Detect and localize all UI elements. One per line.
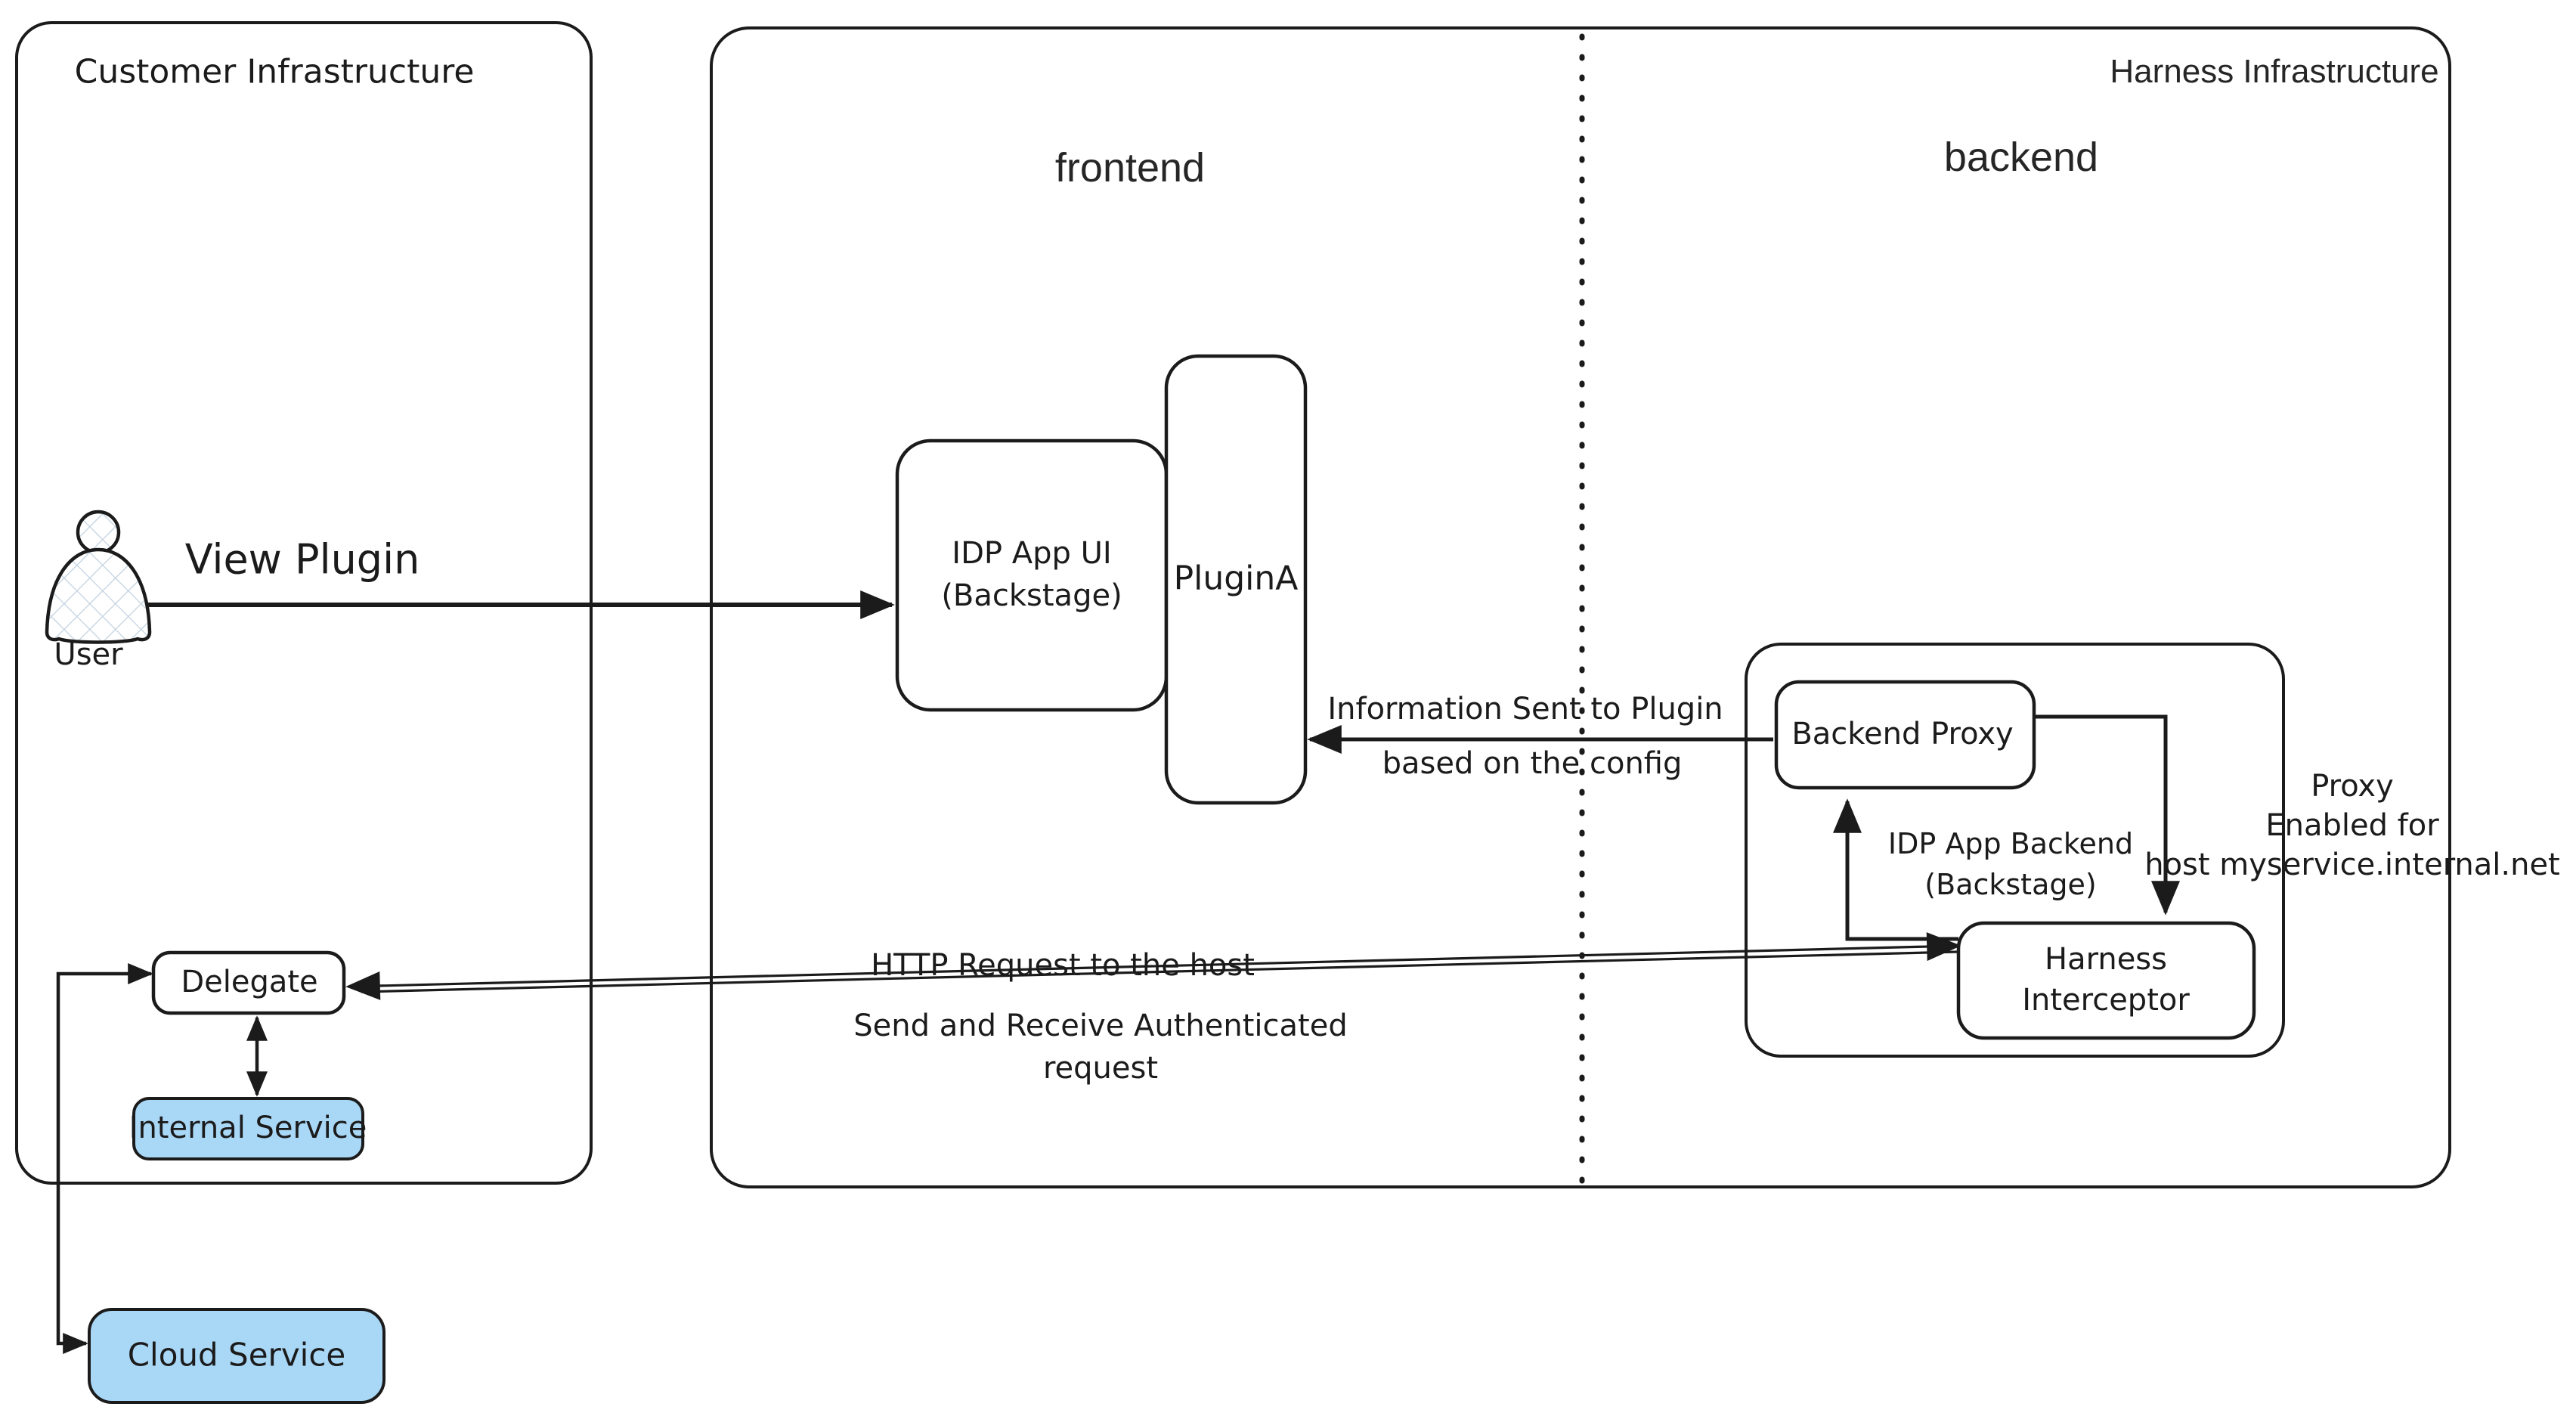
internal-service-box (132, 1097, 364, 1160)
delegate-cloud-connector (56, 963, 153, 1354)
backend-proxy-label: Backend Proxy (1791, 717, 2014, 751)
info-sent-label-line2: based on the config (1382, 746, 1683, 781)
http-request-connector (345, 932, 1961, 1000)
frontend-heading: frontend (1054, 145, 1206, 191)
harness-infrastructure-title: Harness Infrastructure (2110, 53, 2439, 90)
idp-app-backend-label: IDP App Backend (Backstage) (1887, 827, 2134, 901)
http-request-annotation: HTTP Request to the host (871, 948, 1255, 983)
harness-interceptor-box (1956, 921, 2256, 1040)
backend-heading: backend (1943, 135, 2099, 180)
info-sent-label-line1: Information Sent to Plugin (1327, 692, 1723, 727)
proxy-enabled-annotation: Proxy Enabled for host myservice.interna… (2144, 769, 2560, 882)
internal-service-label: Internal Service (128, 1111, 367, 1145)
customer-infrastructure-title: Customer Infrastructure (74, 52, 475, 91)
cloud-service-label: Cloud Service (127, 1336, 346, 1374)
http-request-connector-second-stroke (361, 950, 1959, 993)
user-label: User (54, 637, 123, 672)
user-icon (45, 510, 152, 644)
delegate-box (151, 950, 346, 1015)
idp-app-ui-label: IDP App UI (Backstage) (941, 536, 1122, 613)
proxy-to-interceptor-arrow (2034, 714, 2180, 916)
send-receive-annotation: Send and Receive Authenticated request (853, 1009, 1348, 1086)
cloud-service-box (88, 1308, 385, 1404)
plugin-a-box (1164, 354, 1308, 805)
backend-proxy-box (1774, 680, 2036, 790)
plugin-a-label: PluginA (1173, 559, 1299, 598)
view-plugin-label: View Plugin (184, 535, 420, 584)
harness-interceptor-label: Harness Interceptor (2022, 942, 2190, 1018)
delegate-label: Delegate (181, 965, 318, 999)
